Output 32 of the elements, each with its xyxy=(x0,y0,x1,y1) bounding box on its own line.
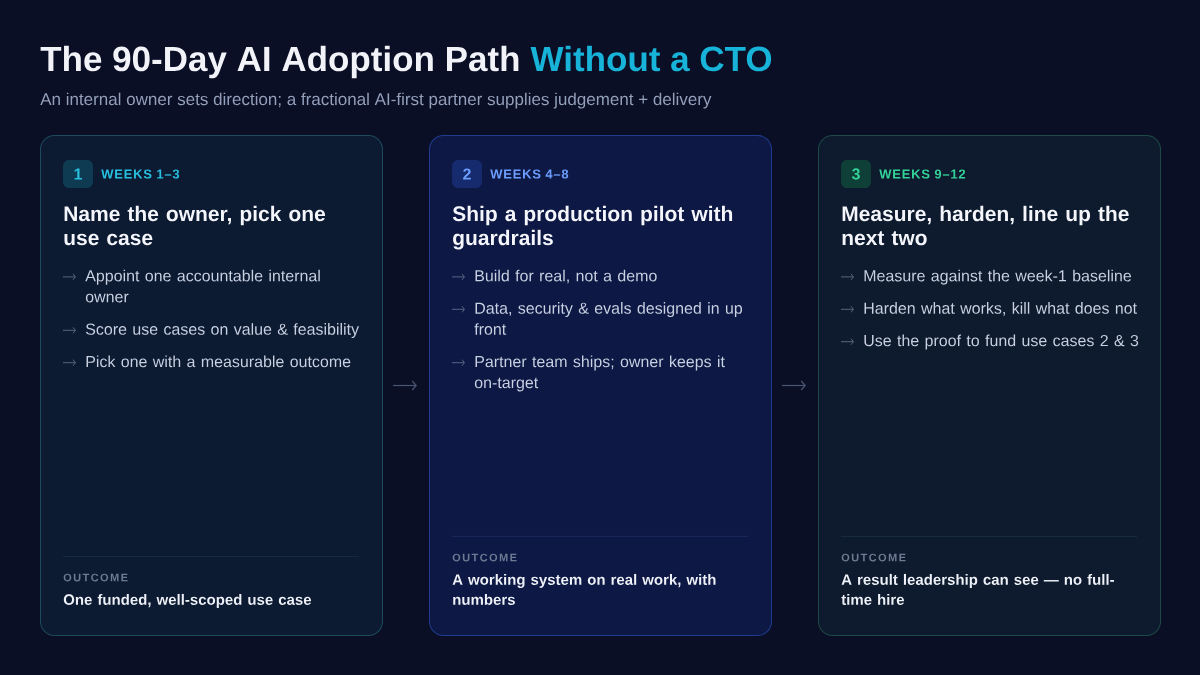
outcome-text: A working system on real work, with numbers xyxy=(452,573,716,605)
number-badge: 3 xyxy=(841,160,871,188)
bullet-text: Use the proof to fund use cases 2 & 3 xyxy=(864,334,1139,350)
bullet-text: Harden what works, kill what does not xyxy=(864,302,1137,316)
card-heading: Ship a production pilot with guardrails xyxy=(452,205,733,250)
bullet-text: Pick one with a measurable outcome xyxy=(86,355,351,368)
section-label: OUTCOME xyxy=(63,573,128,582)
subtitle: An internal owner sets direction; a fractional AI-first partner supplies judgement + delivery xyxy=(40,92,712,109)
section-label: OUTCOME xyxy=(841,553,906,562)
outcome-text: A result leadership can see — no full-time hire xyxy=(841,573,1114,605)
number-badge: 1 xyxy=(63,160,93,188)
step-label: WEEKS 4–8 xyxy=(490,169,569,179)
arrow xyxy=(781,380,806,391)
bullet-text: Partner team ships; owner keeps it on-target xyxy=(474,355,725,392)
bullet-text: Appoint one accountable internal owner xyxy=(85,269,320,303)
title-highlight: Without a CTO xyxy=(530,45,772,72)
bullet-text: Build for real, not a demo xyxy=(475,269,657,284)
bullet-text: Data, security & evals designed in up front xyxy=(474,302,743,335)
card xyxy=(40,135,383,636)
step-label: WEEKS 1–3 xyxy=(101,169,180,179)
step-label: WEEKS 9–12 xyxy=(879,169,966,179)
card xyxy=(429,135,772,636)
section-label: OUTCOME xyxy=(452,553,517,562)
outcome-text: One funded, well-scoped use case xyxy=(63,593,312,608)
card-heading: Measure, harden, line up the next two xyxy=(842,205,1129,246)
number-badge: 2 xyxy=(452,160,482,188)
bullet-text: Measure against the week-1 baseline xyxy=(864,269,1132,285)
arrow xyxy=(392,380,417,391)
bullet-text: Score use cases on value & feasibility xyxy=(85,323,359,339)
title: The 90-Day AI Adoption Path xyxy=(40,45,519,79)
card-heading: Name the owner, pick one use case xyxy=(64,205,326,246)
card xyxy=(818,135,1161,636)
